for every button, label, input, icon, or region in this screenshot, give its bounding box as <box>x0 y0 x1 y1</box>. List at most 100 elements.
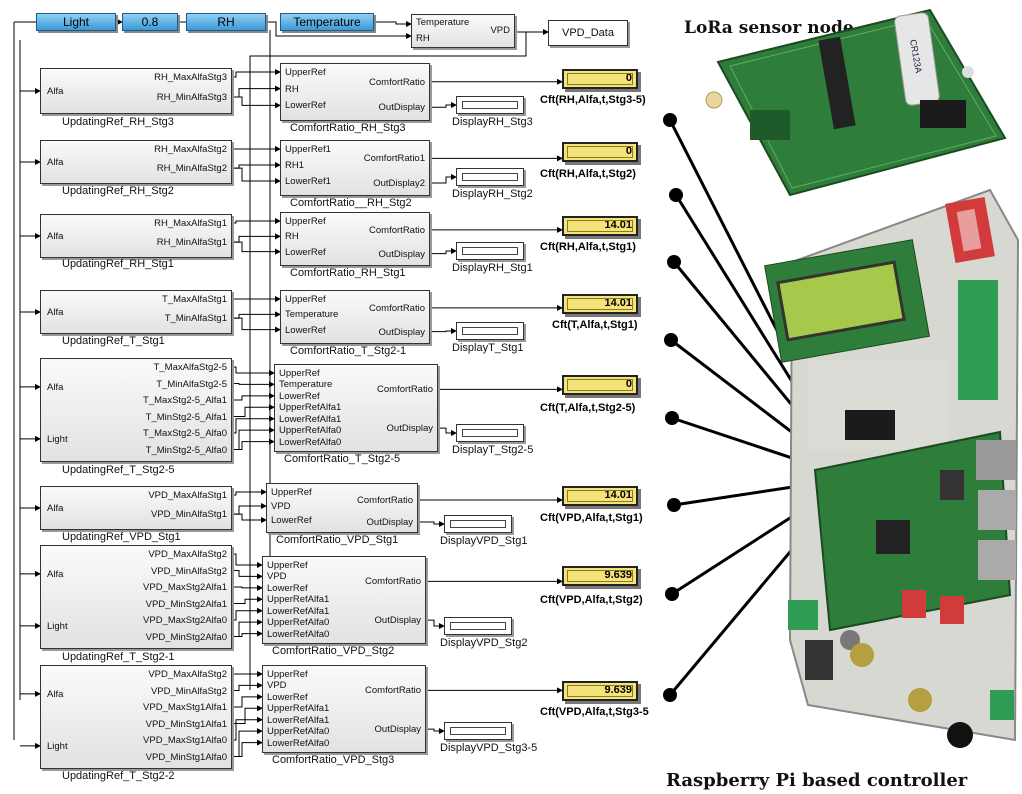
controller-link-7-dot <box>665 587 679 601</box>
ref-output-port: VPD_MinAlfaStg2 <box>151 566 227 577</box>
wire-cr-to-scope <box>426 729 444 731</box>
cr-output-port: OutDisplay <box>367 517 413 528</box>
comfort-value-display[interactable]: 9.639 <box>562 681 638 701</box>
controller-link-4 <box>671 340 852 478</box>
ref-output-port: VPD_MaxAlfaStg1 <box>148 490 227 501</box>
ref-input-port: Light <box>47 621 68 632</box>
wire-cr-to-scope <box>430 251 456 254</box>
wire-ref-to-cr <box>232 685 262 690</box>
cr-input-port: VPD <box>271 501 291 512</box>
wire-ref-to-cr <box>232 442 274 450</box>
cr-input-port: UpperRef <box>267 669 308 680</box>
display-scope-name: DisplayVPD_Stg3-5 <box>440 742 537 754</box>
comfort-value-display[interactable]: 0 <box>562 375 638 395</box>
wire-ref-to-cr <box>232 242 280 252</box>
cr-input-port: LowerRefAlfa0 <box>267 629 329 640</box>
display-scope[interactable] <box>456 424 524 442</box>
wire-ref-to-cr <box>232 554 262 565</box>
wire-ref-to-cr <box>232 514 266 520</box>
display-scope[interactable] <box>456 322 524 340</box>
wire-ref-to-cr <box>232 720 262 740</box>
ref-output-port: VPD_MinStg1Alfa0 <box>146 752 227 763</box>
cr-input-port: LowerRef1 <box>285 176 331 187</box>
ref-input-port: Alfa <box>47 307 63 318</box>
display-scope-name: DisplayVPD_Stg2 <box>440 637 527 649</box>
cr-input-port: LowerRef <box>285 100 326 111</box>
wire-ref-to-cr <box>232 419 274 433</box>
display-scope[interactable] <box>444 515 512 533</box>
ref-input-port: Alfa <box>47 689 63 700</box>
controller-link-2 <box>676 195 852 478</box>
lora-title: LoRa sensor node <box>684 18 854 38</box>
cr-input-port: Temperature <box>279 379 332 390</box>
wire-ref-to-cr <box>232 72 280 77</box>
display-scope[interactable] <box>444 617 512 635</box>
cr-input-port: UpperRefAlfa1 <box>267 703 329 714</box>
cr-output-port: OutDisplay <box>379 249 425 260</box>
ref-output-port: T_MaxStg2-5_Alfa0 <box>143 428 227 439</box>
display-scope[interactable] <box>456 168 524 186</box>
comfort-ratio-name: ComfortRatio_VPD_Stg1 <box>276 534 398 546</box>
light-input-block[interactable]: Light <box>36 13 116 31</box>
comfort-value-display[interactable]: 14.01 <box>562 486 638 506</box>
cft-output-label: Cft(VPD,Alfa,t,Stg2) <box>540 594 643 606</box>
ref-output-port: T_MinStg2-5_Alfa1 <box>146 412 227 423</box>
comfort-value-display[interactable]: 0 <box>562 142 638 162</box>
display-scope[interactable] <box>456 242 524 260</box>
controller-link-8 <box>670 478 852 695</box>
wire-ref-to-cr <box>232 168 280 181</box>
cr-input-port: RH <box>285 231 299 242</box>
vpd-calc-block[interactable]: Temperature RH VPD <box>411 14 515 48</box>
vpd-data-sink[interactable]: VPD_Data <box>548 20 628 46</box>
display-scope[interactable] <box>444 722 512 740</box>
cft-output-label: Cft(RH,Alfa,t,Stg3-5) <box>540 94 646 106</box>
wire-ref-to-cr <box>232 611 262 620</box>
cr-input-port: UpperRefAlfa1 <box>267 594 329 605</box>
wire-ref-to-cr <box>232 407 274 416</box>
cr-output-port: OutDisplay2 <box>373 178 425 189</box>
comfort-value-display[interactable]: 0 <box>562 69 638 89</box>
updating-ref-name: UpdatingRef_T_Stg2-2 <box>62 770 175 782</box>
wire-cr-to-scope <box>430 177 456 183</box>
cr-input-port: LowerRef <box>267 692 308 703</box>
cr-input-port: UpperRef <box>279 368 320 379</box>
cr-input-port: UpperRef <box>285 294 326 305</box>
wire-cr-to-scope <box>430 331 456 332</box>
cr-input-port: LowerRef <box>271 515 312 526</box>
wire-ref-to-cr <box>232 318 280 330</box>
wire-ref-to-cr <box>232 587 262 588</box>
cr-output-port: ComfortRatio <box>365 576 421 587</box>
temperature-input-block[interactable]: Temperature <box>280 13 374 31</box>
cft-output-label: Cft(RH,Alfa,t,Stg2) <box>540 168 636 180</box>
ref-input-port: Light <box>47 741 68 752</box>
updating-ref-name: UpdatingRef_T_Stg2-1 <box>62 651 175 663</box>
comfort-value-display[interactable]: 14.01 <box>562 216 638 236</box>
display-scope[interactable] <box>456 96 524 114</box>
cr-output-port: ComfortRatio <box>369 225 425 236</box>
ref-input-port: Alfa <box>47 86 63 97</box>
gain-constant-block[interactable]: 0.8 <box>122 13 178 31</box>
rh-input-block[interactable]: RH <box>186 13 266 31</box>
cr-input-port: Temperature <box>285 309 338 320</box>
comfort-value-display[interactable]: 9.639 <box>562 566 638 586</box>
ref-output-port: T_MaxAlfaStg2-5 <box>154 362 227 373</box>
comfort-value-display[interactable]: 14.01 <box>562 294 638 314</box>
ref-output-port: VPD_MaxStg2Alfa0 <box>143 615 227 626</box>
